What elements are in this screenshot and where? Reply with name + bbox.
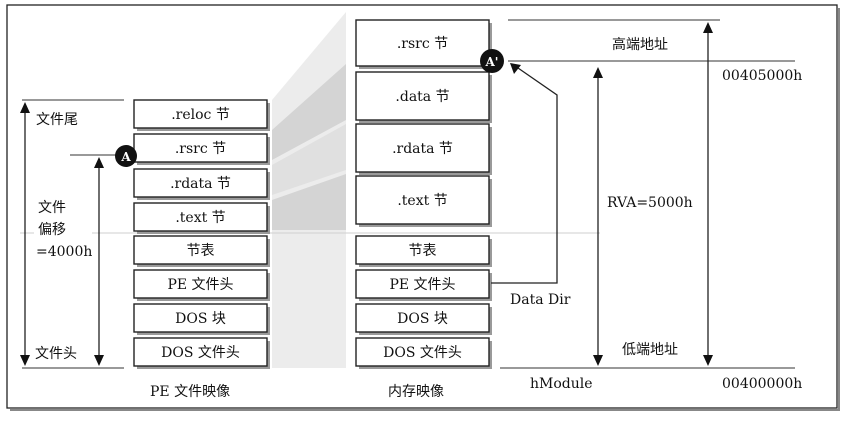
file-image-section-3: .text 节 xyxy=(133,202,270,234)
memory-image-section-3: .text 节 xyxy=(355,175,492,227)
memory-image-section-4: 节表 xyxy=(355,235,492,267)
file-start-label: 文件头 xyxy=(35,346,77,362)
memory-image-section-label: .text 节 xyxy=(397,193,447,209)
memory-image-section-label: DOS 文件头 xyxy=(383,345,462,361)
memory-image-section-label: 节表 xyxy=(409,243,437,259)
memory-image-stack: .rsrc 节 .data 节 .rdata 节 .text 节节表 PE 文件头 DOS… xyxy=(355,19,492,369)
address-bottom-label: 00400000h xyxy=(722,376,802,392)
memory-image-section-0: .rsrc 节 xyxy=(355,19,492,69)
memory-image-section-6: DOS 块 xyxy=(355,303,492,335)
marker-a-prime: A' xyxy=(480,49,504,73)
address-top-label: 00405000h xyxy=(722,68,802,84)
high-address-label: 高端地址 xyxy=(612,36,668,53)
file-image-section-4: 节表 xyxy=(133,235,270,267)
file-image-section-label: .rsrc 节 xyxy=(175,141,226,157)
file-image-annotations: 文件尾 文件头 文件 偏移 =4000h A xyxy=(20,99,137,369)
memory-image-section-1: .data 节 xyxy=(355,71,492,123)
file-image-section-6: DOS 块 xyxy=(133,303,270,335)
marker-a-prime-label: A' xyxy=(485,55,499,69)
memory-image-caption: 内存映像 xyxy=(388,384,444,400)
file-image-section-7: DOS 文件头 xyxy=(133,337,270,369)
file-image-section-label: .text 节 xyxy=(175,210,225,226)
memory-image-section-2: .rdata 节 xyxy=(355,123,492,175)
memory-image-annotations: A' 高端地址 低端地址 RVA=5000h Data Dir hModule … xyxy=(480,19,802,392)
file-image-section-5: PE 文件头 xyxy=(133,269,270,301)
memory-image-section-7: DOS 文件头 xyxy=(355,337,492,369)
file-image-section-1: .rsrc 节 xyxy=(133,133,270,165)
rva-label: RVA=5000h xyxy=(607,195,693,211)
file-image-section-label: 节表 xyxy=(187,243,215,259)
memory-image-section-label: DOS 块 xyxy=(397,311,448,327)
data-dir-label: Data Dir xyxy=(510,292,571,308)
funnel-connector xyxy=(272,12,346,368)
file-image-caption: PE 文件映像 xyxy=(150,384,230,400)
file-image-section-label: DOS 文件头 xyxy=(161,345,240,361)
marker-a-label: A xyxy=(120,150,131,164)
memory-image-section-label: .rdata 节 xyxy=(392,141,453,157)
file-image-section-label: .rdata 节 xyxy=(170,176,231,192)
file-end-label: 文件尾 xyxy=(36,112,78,128)
memory-image-section-5: PE 文件头 xyxy=(355,269,492,301)
memory-image-section-label: .rsrc 节 xyxy=(397,36,448,52)
file-offset-label-line2: 偏移 xyxy=(38,222,66,238)
file-image-section-label: PE 文件头 xyxy=(167,277,233,293)
file-image-section-2: .rdata 节 xyxy=(133,168,270,200)
file-image-section-0: .reloc 节 xyxy=(133,99,270,131)
memory-image-section-label: .data 节 xyxy=(395,89,449,105)
file-offset-label-line3: =4000h xyxy=(36,244,92,260)
low-address-label: 低端地址 xyxy=(622,342,678,358)
marker-a: A xyxy=(115,145,137,167)
outer-frame xyxy=(6,4,838,409)
memory-image-section-label: PE 文件头 xyxy=(389,277,455,293)
file-offset-label-line1: 文件 xyxy=(38,200,66,216)
file-image-stack: .reloc 节 .rsrc 节 .rdata 节 .text 节节表 PE 文件头 DO… xyxy=(133,99,270,369)
file-image-section-label: .reloc 节 xyxy=(171,107,230,123)
hmodule-label: hModule xyxy=(530,376,593,392)
file-image-section-label: DOS 块 xyxy=(175,311,226,327)
